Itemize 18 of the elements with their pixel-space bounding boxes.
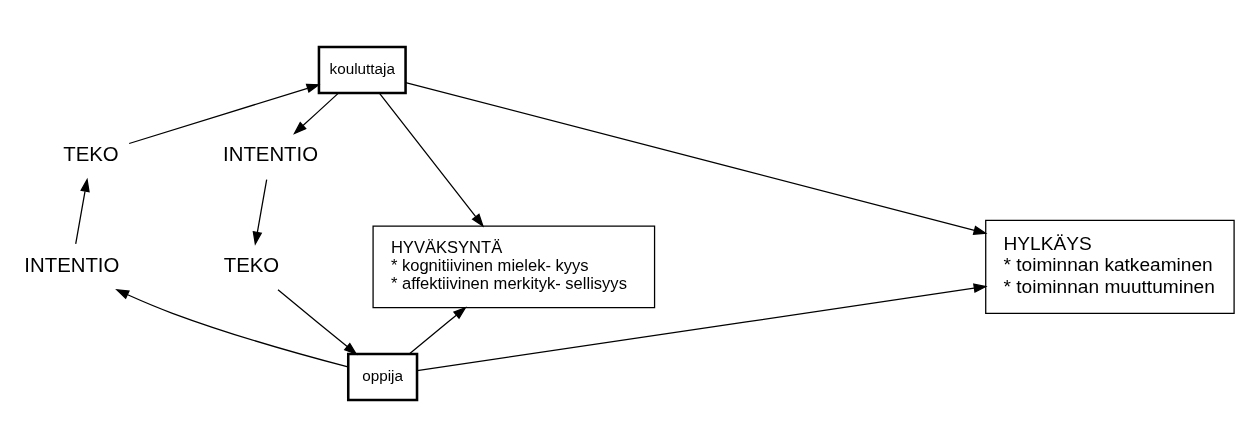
node-text: INTENTIO — [223, 143, 319, 166]
arrow — [293, 92, 339, 135]
arrow — [115, 289, 349, 368]
arrow — [75, 177, 90, 245]
arrow — [277, 289, 358, 356]
arrow — [128, 83, 321, 145]
arrow — [252, 179, 268, 246]
node-box: HYLKÄYS * toiminnan katkeaminen * toiminnan muuttuminen — [985, 219, 1235, 314]
node-box: oppija — [346, 352, 419, 402]
arrow — [378, 92, 485, 228]
arrow — [408, 306, 467, 355]
node-text: TEKO — [223, 253, 280, 276]
node-box: HYVÄKSYNTÄ * kognitiivinen mielek- kyys * affektiivinen merkityk- sellisyys — [372, 225, 656, 309]
arrow — [405, 81, 988, 235]
node-text: INTENTIO — [24, 253, 120, 276]
node-box: kouluttaja — [317, 45, 407, 95]
node-text: TEKO — [63, 143, 119, 166]
arrow — [416, 283, 988, 372]
